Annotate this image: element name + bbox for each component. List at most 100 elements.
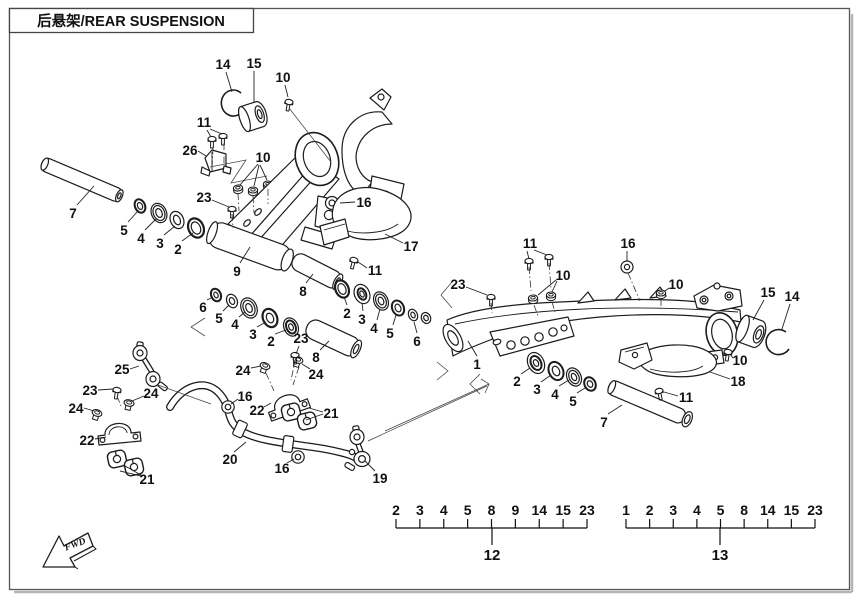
callout-24: 24 [235, 363, 251, 378]
callout-leader [211, 199, 230, 208]
guard-18 [618, 342, 717, 378]
callout-leader [124, 465, 142, 476]
callout-leader [119, 470, 142, 477]
callout-23: 23 [196, 190, 212, 205]
callout-leader [361, 302, 364, 312]
group-divider-lines [157, 159, 490, 442]
group-13-item-23: 23 [807, 502, 823, 518]
callout-10: 10 [668, 277, 683, 292]
bracket-26 [200, 149, 232, 177]
callout-10: 10 [275, 70, 290, 85]
callout-leader [284, 84, 289, 98]
guard-17 [319, 186, 412, 246]
callout-4: 4 [370, 321, 378, 336]
callout-6: 6 [199, 300, 207, 315]
group-13-item-2: 2 [646, 502, 654, 518]
callout-leader [233, 441, 247, 453]
group-12-item-3: 3 [416, 502, 424, 518]
callout-leader [537, 279, 557, 296]
group-12-item-2: 2 [392, 502, 400, 518]
callout-11: 11 [197, 115, 212, 130]
sheet-shadow [14, 14, 854, 594]
callout-leader [253, 164, 260, 187]
group-13-item-4: 4 [693, 502, 701, 518]
callout-24: 24 [308, 367, 324, 382]
callout-19: 19 [372, 471, 387, 486]
stabilizer-link-left [132, 341, 168, 392]
callout-leader [357, 261, 368, 269]
callout-15: 15 [246, 56, 262, 71]
title-box [8, 7, 255, 34]
callout-16: 16 [274, 461, 290, 476]
callout-17: 17 [403, 239, 418, 254]
callout-5: 5 [386, 326, 394, 341]
callout-2: 2 [174, 242, 182, 257]
callout-10: 10 [555, 268, 570, 283]
callout-leader [163, 225, 176, 236]
callout-7: 7 [600, 415, 608, 430]
callout-21: 21 [139, 472, 155, 487]
group-label-13: 13 [712, 547, 729, 564]
group-12-item-8: 8 [488, 502, 496, 518]
group-13-item-3: 3 [669, 502, 677, 518]
callout-leader [181, 232, 194, 242]
callout-25: 25 [114, 362, 130, 377]
callout-leader [607, 404, 623, 415]
pivot-shaft-right [607, 380, 694, 428]
callout-22: 22 [79, 433, 94, 448]
callout-leader [222, 304, 230, 312]
spacer-tube-lower [305, 319, 363, 359]
callout-3: 3 [156, 236, 164, 251]
pivot-shaft-left [40, 157, 124, 203]
callout-6: 6 [413, 334, 421, 349]
callout-2: 2 [267, 334, 275, 349]
callout-leader [129, 365, 140, 370]
callout-leader [540, 374, 552, 383]
page-title: 后悬架/REAR SUSPENSION [37, 13, 225, 30]
group-12-item-5: 5 [464, 502, 472, 518]
group-12-item-14: 14 [531, 502, 547, 518]
callout-23: 23 [450, 277, 466, 292]
callout-16: 16 [356, 195, 372, 210]
callout-leader [230, 398, 239, 405]
bearing-right [735, 314, 767, 349]
callout-26: 26 [182, 143, 198, 158]
callout-leader [197, 150, 207, 157]
callout-5: 5 [120, 223, 128, 238]
callout-leader [144, 218, 157, 231]
bearing-left [238, 101, 268, 133]
left-trailing-arm-assembly [40, 88, 412, 291]
callout-2: 2 [343, 306, 351, 321]
callout-1: 1 [473, 357, 481, 372]
callout-15: 15 [760, 285, 776, 300]
callout-leader [225, 71, 233, 93]
group-12-item-23: 23 [579, 502, 595, 518]
callout-leader [781, 303, 791, 330]
callout-leader [376, 308, 381, 321]
snap-ring-right [765, 328, 790, 356]
callout-leader [551, 280, 558, 293]
callout-14: 14 [784, 289, 800, 304]
group-13-item-14: 14 [760, 502, 776, 518]
callout-3: 3 [358, 312, 366, 327]
callout-leader [301, 363, 311, 370]
group-label-12: 12 [484, 547, 501, 564]
callout-leader [131, 395, 145, 402]
snap-ring-left [220, 89, 245, 117]
callout-5: 5 [215, 311, 223, 326]
callout-5: 5 [569, 394, 577, 409]
callout-11: 11 [679, 390, 694, 405]
fwd-arrow: FWD [42, 532, 97, 570]
callout-3: 3 [533, 382, 541, 397]
callout-leader [127, 210, 139, 223]
callout-9: 9 [233, 264, 241, 279]
callout-leader [259, 164, 268, 181]
group-12-item-9: 9 [511, 502, 519, 518]
callout-23: 23 [82, 383, 98, 398]
group-13-item-8: 8 [740, 502, 748, 518]
callout-leader [465, 286, 488, 296]
callout-leader [263, 402, 272, 408]
callout-leader [97, 388, 114, 391]
